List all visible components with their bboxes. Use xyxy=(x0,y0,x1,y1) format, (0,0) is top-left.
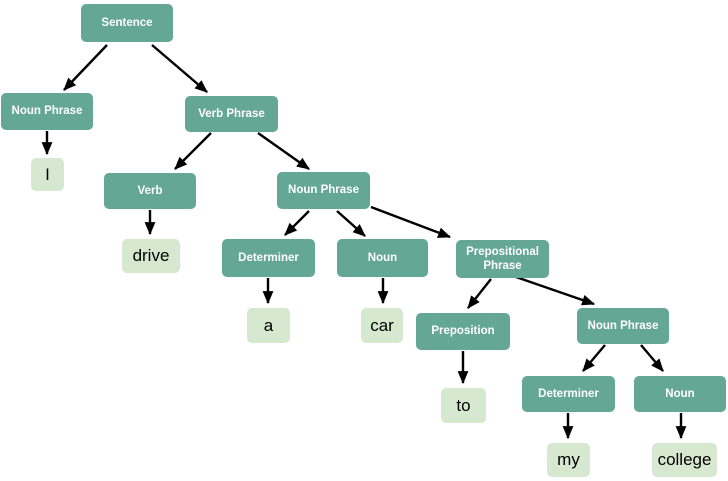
leaf-word-a: a xyxy=(247,308,290,343)
leaf-word-drive: drive xyxy=(122,239,180,273)
leaf-word-my: my xyxy=(547,443,590,477)
node-prepositional-phrase: Prepositional Phrase xyxy=(456,240,549,278)
arrow-vp-np2 xyxy=(257,132,310,170)
arrow-np2-det1 xyxy=(284,210,310,236)
node-noun-2: Noun xyxy=(634,376,726,412)
node-preposition: Preposition xyxy=(416,313,510,350)
arrow-pp-np3 xyxy=(515,275,596,306)
node-noun-phrase-1: Noun Phrase xyxy=(1,93,93,130)
node-verb: Verb xyxy=(104,173,196,209)
leaf-word-i: I xyxy=(31,158,64,191)
arrow-pp-prep xyxy=(467,278,492,309)
arrow-np3-det2 xyxy=(582,344,606,372)
node-noun-1: Noun xyxy=(337,239,428,277)
node-sentence: Sentence xyxy=(81,4,173,42)
node-noun-phrase-2: Noun Phrase xyxy=(277,172,370,209)
node-determiner-1: Determiner xyxy=(222,239,315,277)
node-determiner-2: Determiner xyxy=(522,376,615,412)
arrow-vp-verb xyxy=(174,132,212,170)
leaf-word-car: car xyxy=(361,308,403,343)
arrow-np2-noun1 xyxy=(336,210,366,237)
node-verb-phrase: Verb Phrase xyxy=(185,96,278,132)
leaf-word-college: college xyxy=(652,443,717,477)
leaf-word-to: to xyxy=(441,388,486,423)
node-noun-phrase-3: Noun Phrase xyxy=(577,308,669,344)
arrow-np3-noun2 xyxy=(640,344,664,372)
arrow-np2-pp xyxy=(370,205,452,239)
arrow-sentence-np1 xyxy=(63,44,108,91)
arrow-sentence-vp xyxy=(151,44,208,93)
